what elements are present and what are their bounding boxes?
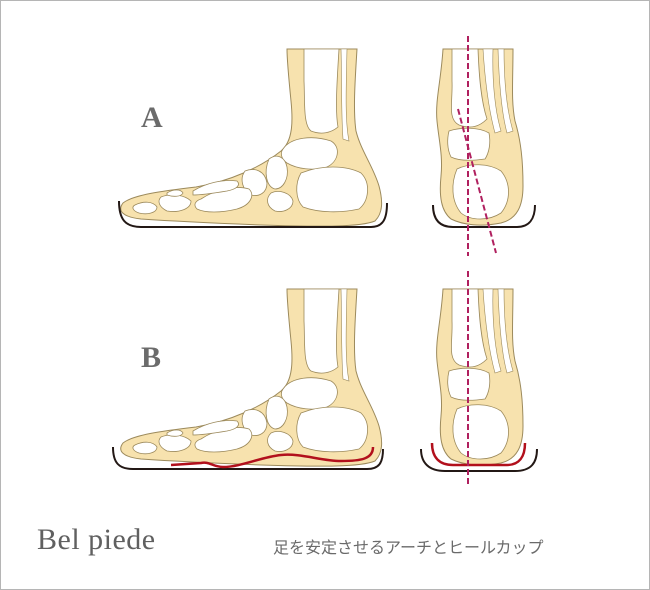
panel-a-side-view: [118, 48, 388, 228]
brand-logo-text: Bel piede: [37, 523, 156, 556]
panel-a-rear-view: [432, 36, 536, 256]
panel-a-label: A: [141, 101, 163, 134]
caption-text: 足を安定させるアーチとヒールカップ: [273, 538, 544, 557]
panel-b-label: B: [141, 341, 162, 374]
panel-b-rear-view: [420, 271, 538, 486]
panel-b-side-view: [112, 288, 384, 470]
